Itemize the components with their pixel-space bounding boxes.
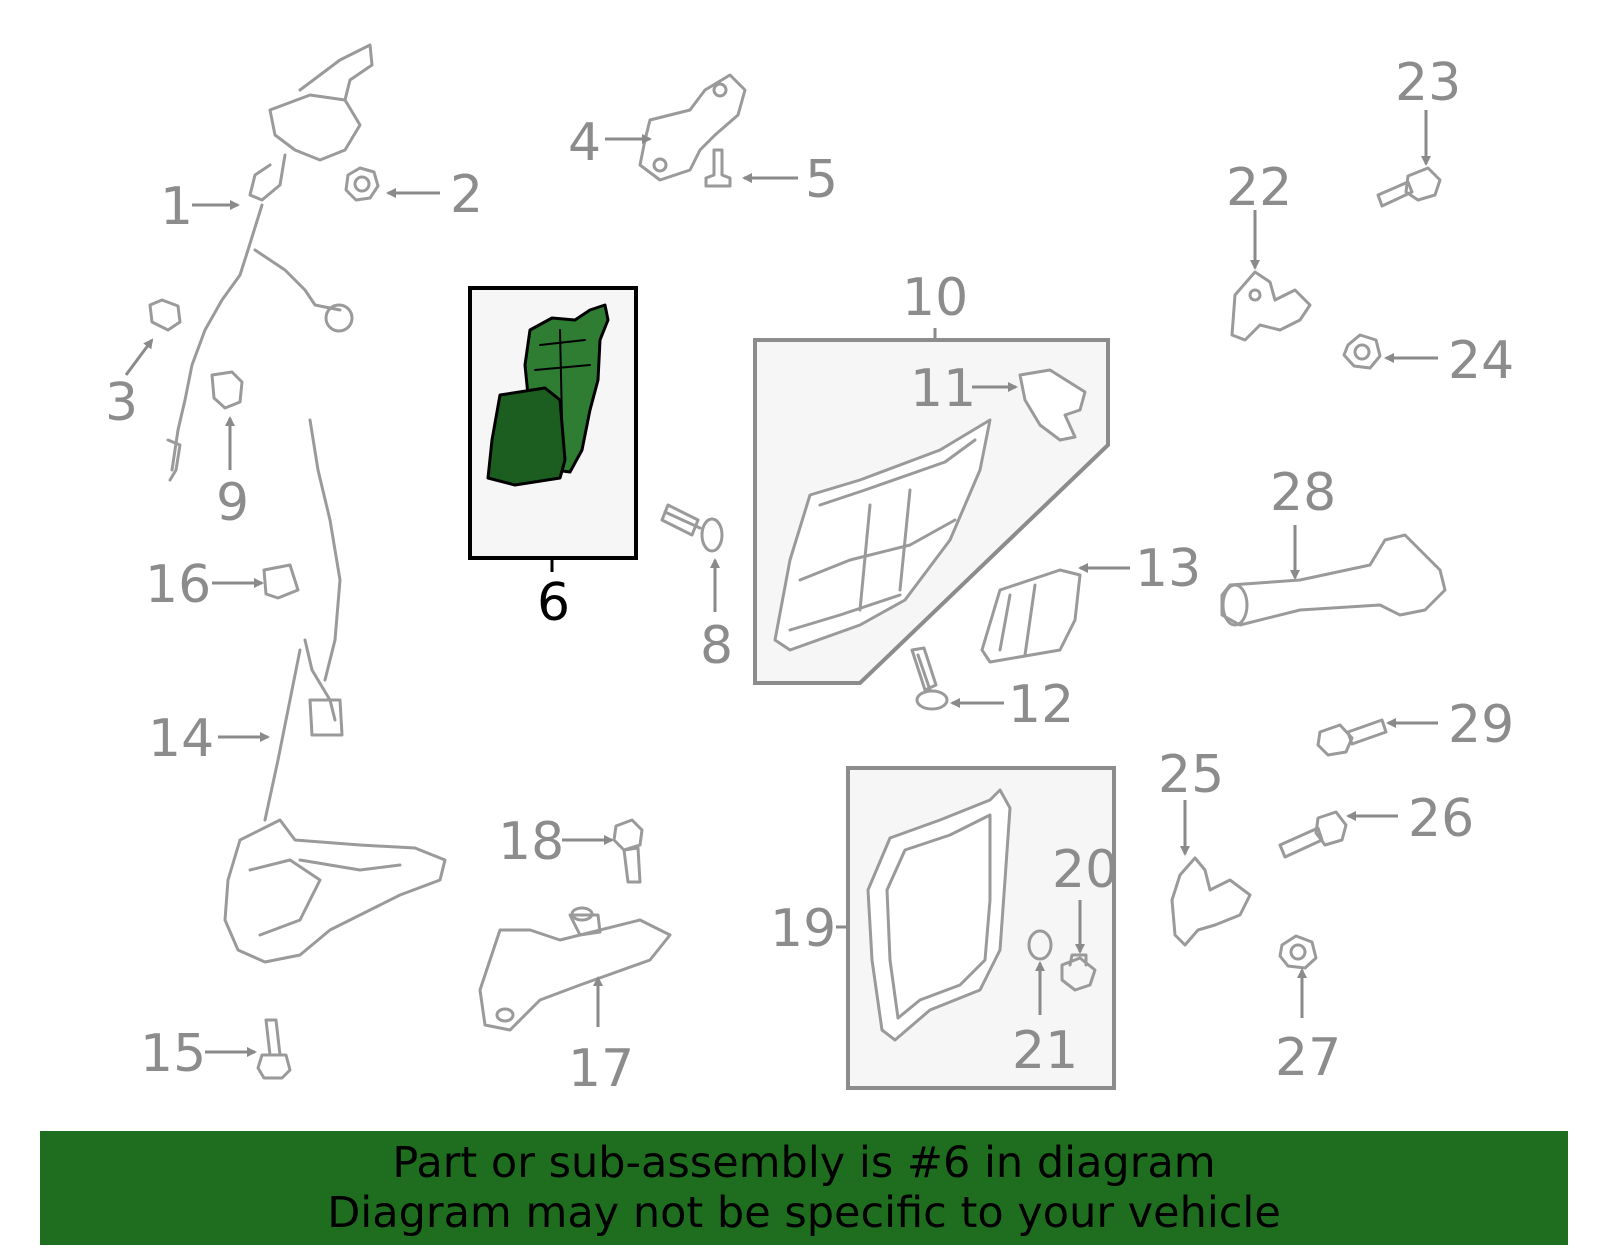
callout-5: 5 (805, 150, 838, 210)
callout-14: 14 (148, 709, 214, 769)
callout-13: 13 (1135, 539, 1201, 599)
callout-25: 25 (1158, 745, 1224, 805)
callout-19: 19 (770, 899, 836, 959)
part-25-hinge[interactable] (1170, 856, 1252, 947)
part-17-striker-bracket[interactable] (478, 906, 672, 1032)
callout-17: 17 (568, 1039, 634, 1099)
leader-lines (124, 110, 1438, 1057)
callout-2: 2 (450, 165, 483, 225)
callout-12: 12 (1008, 675, 1074, 735)
callout-9: 9 (216, 473, 249, 533)
part-5-pin[interactable] (704, 148, 732, 188)
part-26-bolt[interactable] (1278, 810, 1348, 859)
part-27-nut[interactable] (1278, 934, 1318, 970)
part-4-bracket[interactable] (638, 73, 747, 182)
callout-15: 15 (140, 1024, 206, 1084)
callout-10: 10 (902, 268, 968, 328)
callout-3: 3 (105, 373, 138, 433)
callout-28: 28 (1270, 463, 1336, 523)
part-3-clip[interactable] (148, 298, 182, 332)
callout-16: 16 (145, 555, 211, 615)
info-banner: Part or sub-assembly is #6 in diagram Di… (40, 1131, 1568, 1245)
callout-labels: 1 2 3 4 5 6 8 9 10 11 12 13 14 15 16 17 … (105, 53, 1514, 1099)
part-21-washer[interactable] (1027, 929, 1053, 961)
part-22-hinge[interactable] (1230, 270, 1312, 342)
callout-6: 6 (537, 573, 570, 633)
banner-line-disclaimer: Diagram may not be specific to your vehi… (327, 1188, 1281, 1238)
part-14-lower-latch[interactable] (223, 418, 447, 964)
part-10-handle-assembly[interactable] (753, 338, 1110, 685)
part-2-nut[interactable] (344, 166, 380, 202)
callout-18: 18 (498, 812, 564, 872)
part-1-latch-assembly[interactable] (166, 43, 374, 482)
part-19-seal-assembly[interactable] (846, 766, 1116, 1090)
part-13-trim[interactable] (980, 568, 1082, 664)
part-6-highlight-box[interactable] (468, 286, 638, 560)
part-28-check-link[interactable] (1220, 533, 1447, 627)
part-8-screw[interactable] (660, 503, 724, 553)
callout-24: 24 (1448, 331, 1514, 391)
part-20-clip[interactable] (1060, 953, 1097, 992)
part-9-clip[interactable] (210, 370, 244, 410)
callout-22: 22 (1226, 158, 1292, 218)
part-15-bolt[interactable] (256, 1018, 292, 1080)
callout-23: 23 (1395, 53, 1461, 113)
callout-21: 21 (1012, 1021, 1078, 1081)
part-29-bolt[interactable] (1316, 718, 1388, 757)
callout-29: 29 (1448, 695, 1514, 755)
callout-20: 20 (1052, 840, 1118, 900)
callout-4: 4 (568, 113, 601, 173)
part-12-screw[interactable] (910, 646, 949, 711)
callout-27: 27 (1275, 1028, 1341, 1088)
callout-11: 11 (910, 359, 976, 419)
callout-8: 8 (700, 616, 733, 676)
part-11-cover[interactable] (1018, 368, 1087, 442)
callout-26: 26 (1408, 789, 1474, 849)
banner-line-part-number: Part or sub-assembly is #6 in diagram (392, 1138, 1216, 1188)
callout-1: 1 (160, 177, 193, 237)
part-23-bolt[interactable] (1376, 166, 1442, 208)
part-18-bolt[interactable] (612, 818, 644, 884)
part-16-clip[interactable] (262, 563, 300, 600)
part-24-nut[interactable] (1342, 333, 1382, 370)
